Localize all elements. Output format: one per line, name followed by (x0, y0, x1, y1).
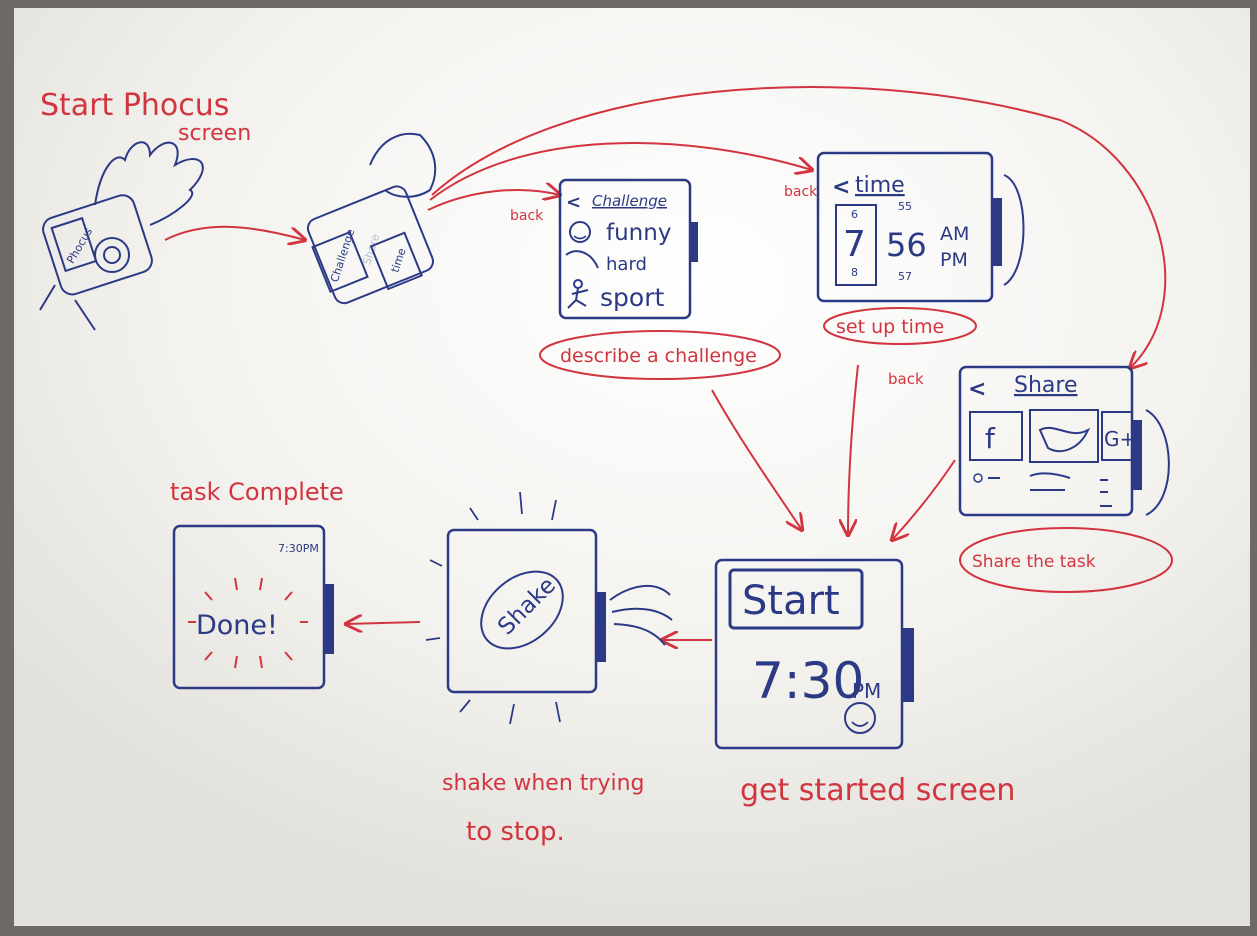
challenge-item-funny[interactable]: funny (606, 220, 671, 246)
arrow-shake-to-done (346, 622, 421, 624)
share-screen: back < Share f G+ (888, 365, 1170, 517)
smiley-icon (844, 702, 876, 734)
wrist-strap (39, 284, 96, 331)
share-title: Share (1014, 373, 1078, 398)
time-title: time (855, 173, 905, 198)
minute-next: 57 (898, 270, 912, 283)
scroll-crown-icon[interactable] (1003, 174, 1025, 286)
start-screen: Start 7:30 PM (714, 558, 914, 750)
time-back-label[interactable]: back (784, 184, 818, 200)
board-surface (14, 8, 1250, 926)
smiley-icon (569, 221, 591, 243)
arrow-time-to-start (848, 364, 859, 535)
shaking-hand-icon (609, 584, 673, 646)
start-phocus-caption: Start Phocus screen (40, 88, 251, 146)
hour-value: 7 (843, 224, 866, 265)
share-back-label[interactable]: back (888, 370, 924, 388)
arrow-share-to-start (892, 459, 956, 540)
challenge-item-sport[interactable]: sport (600, 283, 664, 312)
start-phocus-title: Start Phocus (40, 88, 229, 123)
start-button-label: Start (742, 578, 840, 624)
shutter-icon (94, 237, 130, 273)
arrow-menu-to-challenge (427, 190, 560, 211)
arrow-start-to-menu (164, 225, 305, 240)
hand-icon (565, 250, 599, 269)
minute-prev: 55 (898, 200, 912, 213)
hand-icon (94, 141, 204, 226)
done-time: 7:30PM (278, 542, 319, 555)
hour-next: 8 (851, 266, 858, 279)
task-complete-caption: task Complete (170, 478, 344, 506)
google-plus-button[interactable] (1101, 411, 1133, 461)
describe-challenge-bubble (539, 330, 781, 380)
motion-lines (425, 491, 561, 725)
start-phocus-subtitle: screen (178, 121, 251, 146)
hour-picker[interactable] (835, 204, 877, 286)
describe-challenge-caption: describe a challenge (560, 345, 757, 367)
start-watch[interactable] (39, 141, 204, 331)
done-label: Done! (196, 610, 278, 641)
burst-lines (188, 577, 308, 669)
challenge-screen: back < Challenge funny hard sport (510, 178, 698, 320)
twitter-button[interactable] (1029, 409, 1099, 463)
runner-icon (567, 279, 589, 309)
start-button[interactable] (728, 568, 864, 630)
start-time-suffix: PM (852, 679, 881, 703)
avatar (973, 473, 983, 483)
arrow-menu-to-time (429, 141, 812, 201)
am-option[interactable]: AM (940, 223, 969, 245)
facebook-icon: f (985, 422, 996, 455)
get-started-caption: get started screen (740, 773, 1015, 808)
done-screen: 7:30PM Done! (172, 524, 334, 690)
challenge-item-hard[interactable]: hard (606, 254, 647, 275)
minute-value[interactable]: 56 (886, 226, 927, 264)
back-chevron-icon[interactable]: < (566, 192, 581, 213)
start-watch-face (42, 194, 153, 296)
arrow-menu-to-share (431, 86, 1167, 368)
time-screen: back < time 6 7 8 55 56 57 AM PM (784, 151, 1025, 303)
back-chevron-icon[interactable]: < (968, 377, 986, 402)
arrow-challenge-to-start (711, 389, 802, 530)
scroll-crown-icon[interactable] (1145, 409, 1170, 516)
shake-caption-line1: shake when trying (442, 771, 645, 796)
back-chevron-icon[interactable]: < (832, 175, 850, 200)
set-up-time-bubble (823, 307, 977, 345)
start-time: 7:30 (752, 652, 864, 710)
pm-option[interactable]: PM (940, 249, 968, 271)
facebook-button[interactable] (969, 411, 1023, 461)
set-up-time-caption: set up time (836, 316, 944, 338)
shake-caption-line2: to stop. (466, 817, 565, 847)
start-watch-label-box (50, 216, 98, 273)
share-task-bubble (959, 527, 1173, 593)
hour-prev: 6 (851, 208, 858, 221)
challenge-back-label[interactable]: back (510, 208, 544, 224)
shake-oval[interactable] (466, 556, 578, 664)
challenge-title: Challenge (592, 192, 667, 210)
share-task-caption: Share the task (972, 552, 1096, 572)
google-plus-icon: G+ (1104, 427, 1136, 451)
feed-lines (988, 472, 1112, 507)
twitter-bird-icon (1038, 427, 1091, 453)
